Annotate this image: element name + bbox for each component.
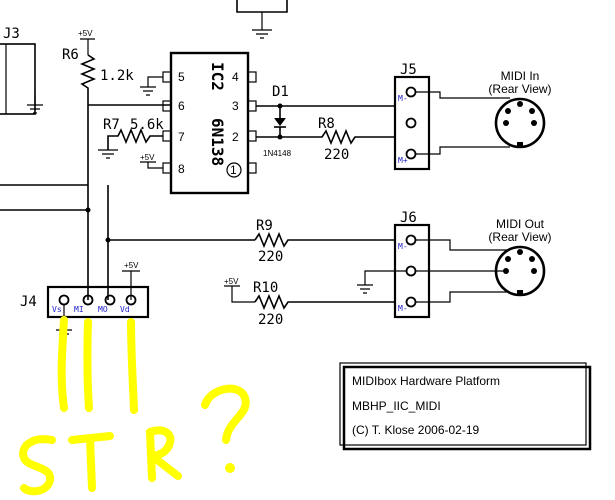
- yellow-annotation: [19, 316, 250, 496]
- pin5-ground: [140, 76, 163, 96]
- title-line3: (C) T. Klose 2006-02-19: [352, 423, 480, 437]
- pin8-supply: +5V: [140, 153, 163, 169]
- r6-value: 1.2k: [100, 68, 134, 84]
- j6-ground: [357, 270, 406, 294]
- j5-label: J5: [400, 62, 417, 78]
- r7-ref: R7: [103, 117, 120, 133]
- ic2-name: IC2: [208, 62, 227, 91]
- r10-ref: R10: [253, 280, 278, 296]
- plus5v-pin8: +5V: [140, 153, 155, 162]
- r9-ref: R9: [256, 218, 273, 234]
- midi-in-view: (Rear View): [488, 82, 551, 96]
- d1-ref: D1: [272, 84, 289, 100]
- midi-in-title: MIDI In: [501, 69, 540, 83]
- j5-pin-plus: M+: [398, 156, 408, 165]
- r8-value: 220: [324, 147, 349, 163]
- j6-label: J6: [400, 210, 417, 226]
- plus5v-r10: +5V: [224, 277, 239, 286]
- r10-resistor: +5V R10 220: [224, 277, 395, 328]
- plus5v-r6: +5V: [78, 29, 93, 38]
- ic-pin-8: 8: [178, 162, 185, 176]
- j4-pin-mo: MO: [98, 305, 108, 314]
- wire-j6-midiout-bottom: [416, 291, 510, 303]
- ic2-part: 6N138: [208, 118, 227, 166]
- midi-out-view: (Rear View): [488, 230, 551, 244]
- wire-j6-midiout-top: [416, 239, 510, 251]
- ic-pin-4: 4: [232, 70, 239, 84]
- r6-supply: +5V R6 1.2k: [62, 29, 134, 105]
- ic2-pin1-marker: 1: [230, 163, 237, 177]
- r7-value: 5.6k: [130, 117, 164, 133]
- j6-connector: J6 M- M-: [393, 210, 431, 319]
- j3-label: J3: [3, 26, 20, 42]
- j4-label: J4: [20, 294, 37, 310]
- ic2-left-pins: 5 6 7 8: [162, 70, 185, 176]
- r9-value: 220: [258, 249, 283, 265]
- j6-pin-bottom: M-: [398, 304, 408, 313]
- r10-value: 220: [258, 312, 283, 328]
- j5-connector: J5 M- M+: [393, 62, 431, 171]
- ic-pin-2: 2: [232, 130, 239, 144]
- wire-j5-midiin-top: [416, 91, 510, 99]
- d1-value: 1N4148: [263, 149, 292, 158]
- j6-pin-top: M-: [398, 242, 408, 251]
- ic-pin-7: 7: [178, 130, 185, 144]
- top-box-fragment: [236, 0, 288, 39]
- plus5v-j4: +5V: [124, 261, 139, 270]
- j3-connector: J3: [0, 26, 43, 115]
- ic-pin-6: 6: [178, 99, 185, 113]
- r7-resistor: R7 5.6k: [98, 117, 164, 159]
- ic2-right-pins: 4 3 2: [232, 70, 257, 174]
- j4-connector: J4 +5V Vs MI MO Vd: [20, 261, 150, 339]
- title-block: MIDIbox Hardware Platform MBHP_IIC_MIDI …: [339, 362, 592, 451]
- j5-pin-minus: M-: [398, 94, 408, 103]
- r8-resistor: R8 220: [256, 116, 395, 163]
- r9-resistor: R9 220: [254, 218, 395, 265]
- ic2-chip: IC2 6N138 1: [169, 51, 250, 195]
- midi-out-title: MIDI Out: [496, 217, 545, 231]
- wire-j5-midiin-bottom: [416, 146, 510, 155]
- r6-ref: R6: [62, 47, 79, 63]
- title-line1: MIDIbox Hardware Platform: [352, 374, 500, 388]
- j4-pin-vd: Vd: [120, 305, 130, 314]
- d1-diode: D1 1N4148: [256, 84, 395, 158]
- j4-pin-mi: MI: [74, 305, 84, 314]
- r8-ref: R8: [318, 116, 335, 132]
- j4-pin-vs: Vs: [52, 305, 62, 314]
- title-line2: MBHP_IIC_MIDI: [352, 399, 441, 413]
- midi-out-socket: MIDI Out (Rear View): [488, 217, 552, 297]
- ic-pin-3: 3: [232, 99, 239, 113]
- midi-in-socket: MIDI In (Rear View): [488, 69, 552, 149]
- ic-pin-5: 5: [178, 70, 185, 84]
